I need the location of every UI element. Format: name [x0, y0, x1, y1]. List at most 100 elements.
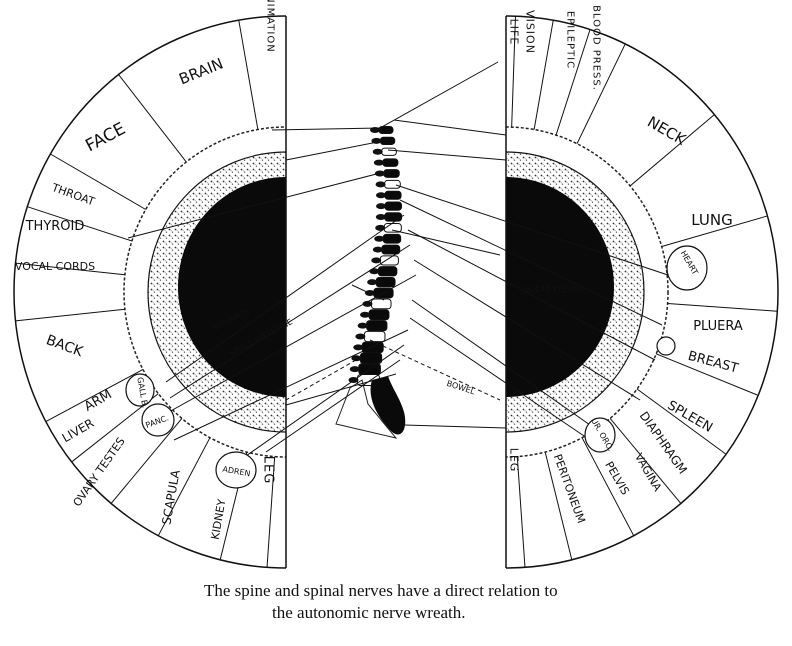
vertebra-process [372, 246, 383, 253]
nerve-line [173, 329, 409, 441]
nerve-line [351, 284, 385, 301]
vertebra-process [360, 311, 371, 318]
sacrum [370, 376, 406, 435]
vertebra [381, 147, 397, 156]
vertebra [384, 179, 401, 189]
zone-divider [533, 20, 554, 130]
nerve-lines [127, 61, 669, 471]
vertebra-process [372, 148, 383, 155]
pelvis-outline [335, 379, 398, 439]
vertebra-process [349, 366, 360, 373]
nerve-line [225, 344, 405, 471]
zone-label-vocal-cords: VOCAL CORDS [15, 260, 95, 273]
nerve-line [165, 214, 405, 383]
vertebra [383, 223, 402, 233]
nerve-line [285, 373, 397, 406]
vertebra [382, 233, 402, 244]
zone-divider [266, 456, 276, 568]
nerve-line [413, 259, 641, 401]
zone-divider [303, 18, 314, 128]
vertebra [361, 341, 384, 354]
vertebra [377, 266, 398, 277]
nerve-line [407, 229, 656, 361]
vertebra [384, 201, 403, 211]
breast-dot [656, 336, 676, 356]
nerve-line [399, 199, 663, 326]
vertebra-process [375, 181, 386, 188]
vertebra [382, 158, 399, 167]
spine-column [348, 126, 403, 386]
nerve-line [387, 149, 507, 161]
vertebra-process [371, 257, 382, 264]
vertebra-process [369, 268, 380, 275]
zone-label-animation: ANIMATION [265, 0, 276, 53]
nerve-line [403, 424, 507, 429]
zone-divider [27, 206, 133, 242]
zone-label-life: LIFE [508, 19, 521, 46]
right-zone-dividers [511, 16, 778, 568]
zone-divider [157, 437, 211, 536]
left-pupil [178, 177, 286, 397]
heart-bubble [666, 245, 708, 291]
zone-label-leg: LEG [508, 448, 521, 473]
zone-divider [15, 262, 125, 276]
vertebra-process [355, 333, 366, 340]
nerve-line [169, 244, 411, 399]
dashed-nerve-line [285, 359, 357, 401]
vertebra-process [373, 159, 384, 166]
dashed-nerve-line [369, 339, 501, 401]
zone-divider [110, 418, 183, 504]
nerve-line [395, 184, 669, 276]
nerve-line [411, 299, 601, 433]
nerve-line [127, 169, 393, 239]
vertebra-process [367, 279, 378, 286]
zone-divider [555, 29, 591, 136]
zone-label-thyroid: THYROID [25, 219, 85, 234]
vertebra-process [375, 224, 386, 231]
zone-divider [636, 388, 727, 455]
zone-divider [516, 456, 526, 568]
zone-label-blood-press: BLOOD PRESS. [591, 5, 602, 91]
vertebra [368, 309, 390, 321]
zone-divider [656, 353, 759, 396]
zone-divider [576, 43, 626, 144]
vertebra-process [375, 192, 386, 199]
nerve-line [409, 317, 591, 441]
zone-label-lung: LUNG [691, 211, 732, 229]
left-iris [13, 15, 314, 569]
vertebra [379, 255, 399, 266]
zone-divider [45, 369, 144, 423]
caption-line-2: the autonomic nerve wreath. [272, 603, 466, 622]
vertebra-process [374, 235, 385, 242]
vertebra-process [362, 300, 373, 307]
vertebra [383, 169, 400, 178]
pancreas-bubble [141, 403, 175, 437]
right-iris [506, 15, 779, 569]
vertebra [384, 190, 402, 200]
zone-divider [50, 153, 146, 210]
nerve-line [271, 127, 381, 131]
caption-line-1: The spine and spinal nerves have a direc… [204, 581, 558, 600]
zone-divider [667, 303, 778, 312]
gall-bladder-bubble [125, 373, 155, 407]
zone-divider [609, 418, 682, 504]
nerve-line [379, 61, 499, 129]
right-wreath [506, 126, 669, 458]
vertebra [375, 276, 396, 288]
vertebra [384, 212, 403, 222]
vertebra [366, 320, 388, 332]
vertebra-process [357, 322, 368, 329]
nerve-line [285, 139, 389, 161]
zone-label-epileptic: EPILEPTIC [565, 11, 576, 69]
zone-divider [581, 437, 635, 536]
vertebra [359, 352, 383, 365]
vertebra-process [376, 203, 387, 210]
nerve-line [391, 229, 501, 256]
adrenal-bubble [215, 451, 257, 489]
vertebra [370, 298, 392, 310]
zone-divider [661, 215, 768, 248]
urogenital-bubble [584, 417, 616, 453]
nerve-line [393, 119, 507, 136]
vertebra-process [351, 355, 362, 362]
